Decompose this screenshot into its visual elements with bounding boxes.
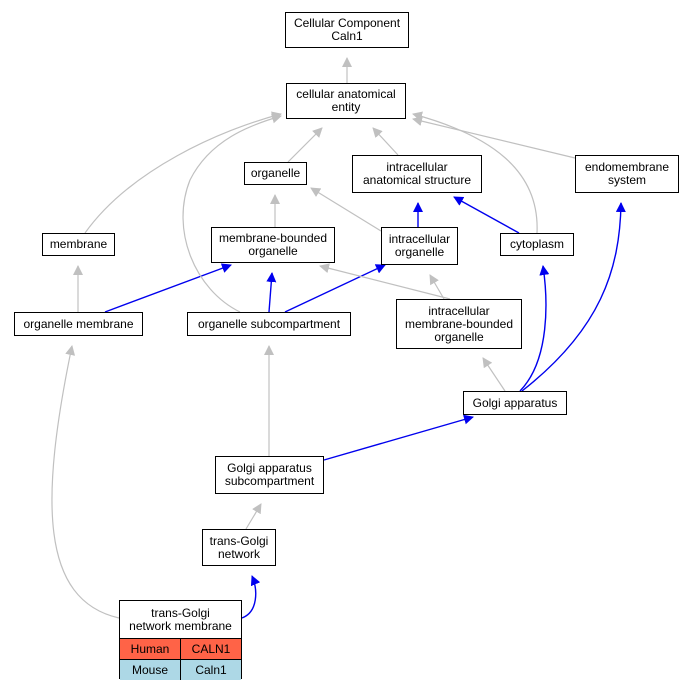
node-golgi-apparatus-subcompartment[interactable]: Golgi apparatus subcompartment bbox=[215, 456, 324, 494]
node-label-line: Golgi apparatus bbox=[227, 461, 312, 475]
edge-organelle-subcompartment-to-cellular-anatomical-entity bbox=[182, 113, 282, 313]
node-endomembrane-system[interactable]: endomembrane system bbox=[575, 155, 679, 193]
node-label-line: endomembrane bbox=[584, 160, 670, 174]
edge-organelle-subcompartment-to-intracellular-organelle bbox=[284, 264, 386, 313]
node-cellular-anatomical-entity[interactable]: cellular anatomical entity bbox=[286, 83, 406, 119]
node-label-line: system bbox=[607, 173, 646, 187]
edge-endomembrane-system-to-cellular-anatomical-entity bbox=[412, 116, 576, 159]
edge-cytoplasm-to-cellular-anatomical-entity bbox=[412, 111, 538, 234]
edge-intracellular-membrane-bounded-organelle-to-intracellular-organelle bbox=[429, 274, 445, 300]
ortholog-row-mouse: Mouse Caln1 bbox=[120, 659, 241, 680]
node-label-line: cellular anatomical bbox=[296, 87, 396, 101]
node-label-line: Golgi apparatus bbox=[472, 395, 558, 410]
node-intracellular-organelle[interactable]: intracellular organelle bbox=[381, 227, 458, 265]
node-label-line: organelle bbox=[248, 244, 298, 258]
node-label-line: anatomical structure bbox=[362, 173, 472, 187]
node-label-line: membrane-bounded bbox=[404, 316, 514, 331]
node-label-line: network bbox=[217, 546, 261, 561]
node-intracellular-membrane-bounded-organelle[interactable]: intracellular membrane-bounded organelle bbox=[396, 299, 522, 349]
node-label-line: subcompartment bbox=[224, 474, 315, 488]
node-label-line: organelle membrane bbox=[23, 316, 134, 331]
edge-membrane-to-cellular-anatomical-entity bbox=[84, 111, 282, 234]
species-cell: Mouse bbox=[131, 662, 169, 677]
ortholog-row-human: Human CALN1 bbox=[120, 638, 241, 659]
node-label-line: organelle subcompartment bbox=[197, 316, 341, 331]
node-label-line: Cellular Component bbox=[293, 16, 401, 30]
edge-trans-golgi-network-to-golgi-apparatus-subcompartment bbox=[245, 503, 262, 530]
node-label-line: membrane-bounded bbox=[218, 231, 328, 245]
node-organelle-membrane[interactable]: organelle membrane bbox=[14, 312, 143, 336]
node-organelle-subcompartment[interactable]: organelle subcompartment bbox=[187, 312, 351, 336]
edge-golgi-apparatus-subcompartment-to-golgi-apparatus bbox=[323, 414, 474, 461]
edge-golgi-apparatus-to-cytoplasm bbox=[519, 265, 550, 392]
node-cytoplasm[interactable]: cytoplasm bbox=[500, 233, 574, 256]
node-label-line: membrane bbox=[49, 237, 108, 251]
edge-golgi-apparatus-to-endomembrane-system bbox=[521, 202, 626, 392]
node-label-line: intracellular bbox=[428, 303, 490, 318]
node-label-line: entity bbox=[331, 100, 361, 114]
node-label-line: network membrane bbox=[129, 618, 232, 633]
edge-intracellular-organelle-to-organelle bbox=[310, 187, 382, 232]
node-membrane-bounded-organelle[interactable]: membrane-bounded organelle bbox=[211, 227, 335, 263]
node-organelle[interactable]: organelle bbox=[244, 162, 307, 185]
edge-golgi-apparatus-to-intracellular-membrane-bounded-organelle bbox=[482, 357, 506, 392]
edge-trans-golgi-network-membrane-to-organelle-membrane bbox=[51, 345, 120, 619]
gene-cell[interactable]: CALN1 bbox=[180, 639, 241, 659]
edge-cytoplasm-to-intracellular-anatomical-structure bbox=[453, 196, 520, 234]
node-label-line: organelle bbox=[394, 245, 445, 259]
node-label-line: Caln1 bbox=[331, 29, 363, 43]
node-label-line: organelle bbox=[250, 166, 301, 180]
node-intracellular-anatomical-structure[interactable]: intracellular anatomical structure bbox=[352, 155, 482, 193]
node-label-line: intracellular bbox=[388, 232, 451, 246]
node-golgi-apparatus[interactable]: Golgi apparatus bbox=[463, 391, 567, 415]
node-label-line: trans-Golgi bbox=[151, 605, 210, 620]
node-cellular-component-caln1[interactable]: Cellular Component Caln1 bbox=[285, 12, 409, 48]
edge-intracellular-anatomical-structure-to-cellular-anatomical-entity bbox=[372, 127, 399, 156]
edge-trans-golgi-network-membrane-to-trans-golgi-network bbox=[241, 575, 261, 619]
node-label-line: cytoplasm bbox=[509, 237, 565, 251]
edge-organelle-to-cellular-anatomical-entity bbox=[287, 127, 323, 163]
node-trans-golgi-network-membrane: trans-Golgi network membrane Human CALN1… bbox=[119, 600, 242, 680]
gene-cell[interactable]: Caln1 bbox=[180, 660, 241, 680]
leaf-title[interactable]: trans-Golgi network membrane bbox=[120, 601, 241, 638]
node-trans-golgi-network[interactable]: trans-Golgi network bbox=[202, 529, 276, 566]
species-cell: Human bbox=[130, 641, 170, 656]
node-label-line: intracellular bbox=[386, 160, 448, 174]
edge-organelle-membrane-to-membrane-bounded-organelle bbox=[104, 263, 232, 313]
node-label-line: organelle bbox=[434, 329, 484, 344]
node-membrane[interactable]: membrane bbox=[42, 233, 115, 256]
edge-intracellular-membrane-bounded-organelle-to-membrane-bounded-organelle bbox=[319, 263, 451, 300]
node-label-line: trans-Golgi bbox=[209, 533, 269, 548]
edge-organelle-subcompartment-to-membrane-bounded-organelle bbox=[266, 272, 277, 313]
